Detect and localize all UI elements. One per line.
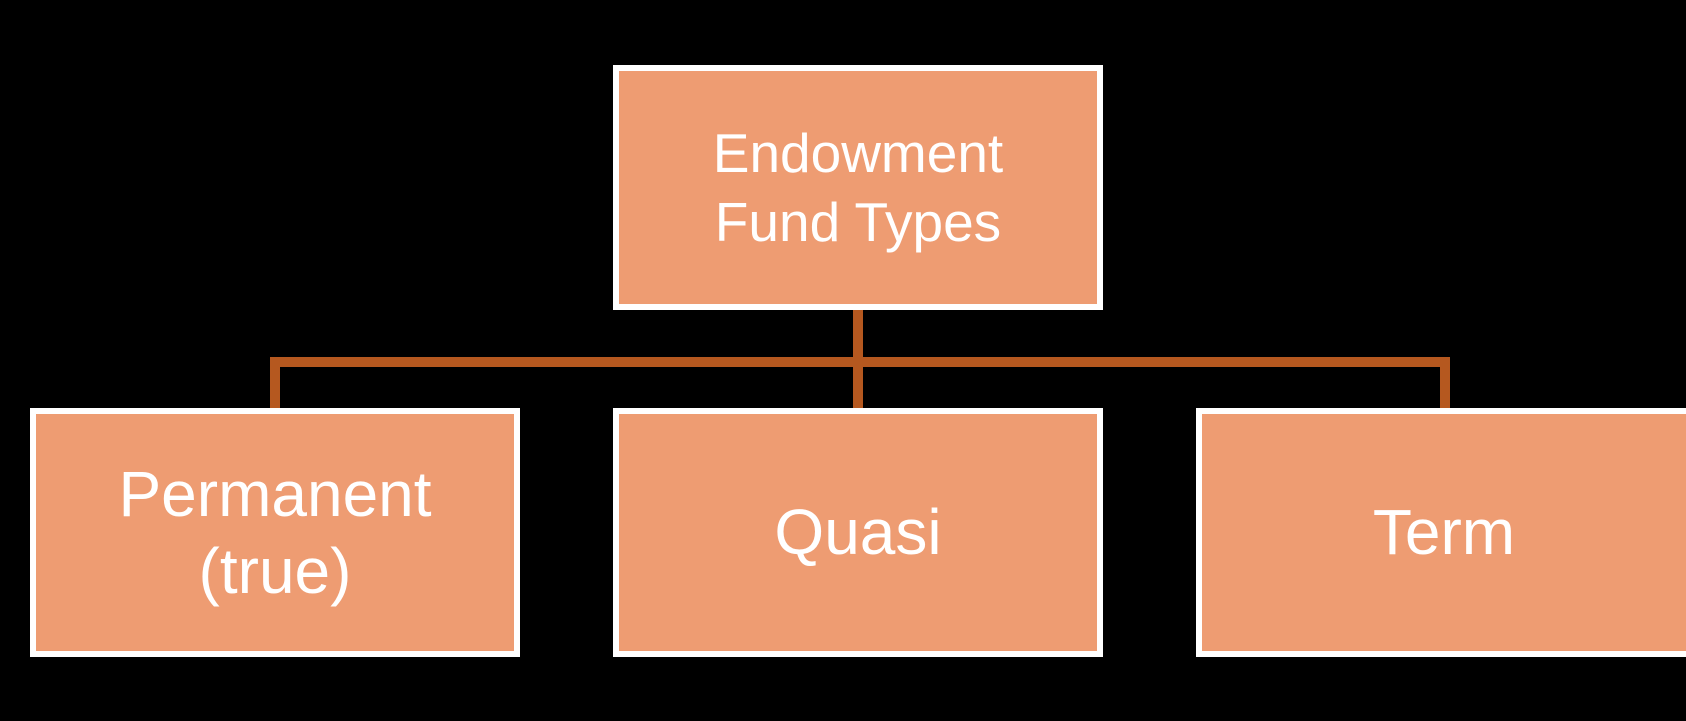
node-permanent-true: Permanent (true) — [30, 408, 520, 657]
connector-right-drop — [1440, 357, 1450, 408]
connector-left-drop — [270, 357, 280, 408]
node-endowment-fund-types: Endowment Fund Types — [613, 65, 1103, 310]
node-quasi-label: Quasi — [774, 496, 942, 569]
connector-horizontal-bar — [270, 357, 1450, 367]
node-term-label: Term — [1372, 496, 1516, 569]
node-permanent-true-label: Permanent (true) — [118, 457, 432, 607]
node-term: Term — [1196, 408, 1686, 657]
node-endowment-fund-types-label: Endowment Fund Types — [712, 121, 1004, 253]
node-quasi: Quasi — [613, 408, 1103, 657]
